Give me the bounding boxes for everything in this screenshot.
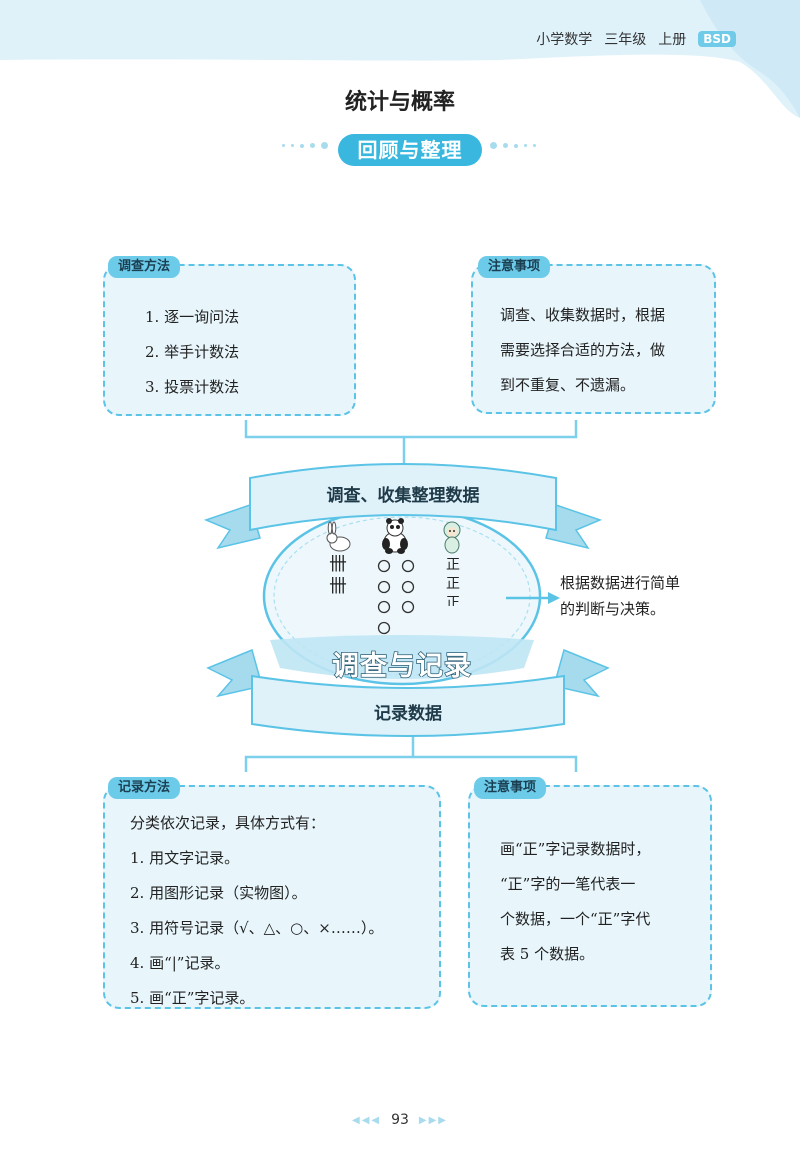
- list-item: 5. 画“正”字记录。: [130, 989, 255, 1007]
- note-bottom-text: 画“正”字记录数据时， “正”字的一笔代表一 个数据，一个“正”字代 表 5 个…: [500, 840, 651, 963]
- ribbon-bottom: [251, 674, 565, 737]
- page-title: 统计与概率: [344, 90, 455, 115]
- monkey-icon: [443, 521, 461, 554]
- note-top-text: 调查、收集数据时，根据 需要选择合适的方法，做 到不重复、不遗漏。: [500, 306, 666, 394]
- ribbon-top-tail-right: [545, 504, 603, 550]
- footer-left-arrows-icon: ◀◀◀: [352, 1114, 382, 1126]
- volume-label: 上册: [658, 32, 687, 48]
- header-tags: 小学数学 三年级 上册 BSD: [536, 29, 736, 49]
- page-number: 93: [391, 1112, 409, 1128]
- list-item: 3. 用符号记录（√、△、○、×……）。: [130, 919, 384, 937]
- ribbon-top-tail-left: [203, 504, 261, 550]
- ribbon-top-label: 调查、收集整理数据: [326, 486, 480, 506]
- ribbon-top: [249, 463, 557, 532]
- grade-label: 三年级: [604, 32, 647, 48]
- list-item: 1. 逐一询问法: [145, 308, 240, 326]
- dots-right: [490, 142, 536, 149]
- center-title: 调查与记录: [331, 650, 472, 683]
- list-item: 2. 举手计数法: [145, 343, 240, 361]
- rabbit-icon: [326, 521, 351, 552]
- ribbon-bottom-label: 记录数据: [374, 704, 442, 724]
- top-connector: [244, 420, 578, 439]
- section-label: 回顾与整理: [338, 134, 482, 166]
- panda-circle-tally: [377, 559, 415, 635]
- list-item: 2. 用图形记录（实物图）。: [130, 884, 307, 902]
- list-item: 3. 投票计数法: [145, 378, 240, 396]
- side-note: 根据数据进行简单 的判断与决策。: [560, 574, 681, 618]
- record-methods-box: [103, 785, 441, 1009]
- note-top-box: [471, 264, 716, 414]
- note-top-tag: 注意事项: [478, 256, 551, 278]
- list-item: 4. 画“|”记录。: [130, 954, 230, 972]
- survey-methods-list: 1. 逐一询问法 2. 举手计数法 3. 投票计数法: [145, 300, 239, 405]
- arrow-head: [548, 592, 560, 604]
- monkey-tally: 正 正 正: [446, 557, 460, 606]
- survey-methods-box: [103, 264, 356, 416]
- list-intro: 分类依次记录，具体方式有：: [130, 814, 326, 832]
- rabbit-tally: 卌 卌: [329, 554, 347, 597]
- list-item: 1. 用文字记录。: [130, 849, 240, 867]
- page-footer: ◀◀◀ 93 ▶▶▶: [0, 1112, 800, 1128]
- panda-icon: [382, 518, 408, 554]
- note-bottom-box: [468, 785, 712, 1007]
- edition-badge: BSD: [698, 31, 736, 47]
- survey-methods-tag: 调查方法: [108, 256, 181, 278]
- header-band: [0, 0, 800, 118]
- subject-label: 小学数学: [536, 32, 593, 48]
- record-methods-list: 分类依次记录，具体方式有： 1. 用文字记录。 2. 用图形记录（实物图）。 3…: [130, 806, 383, 1016]
- footer-right-arrows-icon: ▶▶▶: [418, 1114, 448, 1126]
- dots-left: [282, 142, 328, 149]
- record-methods-tag: 记录方法: [108, 777, 181, 799]
- note-bottom-tag: 注意事项: [474, 777, 547, 799]
